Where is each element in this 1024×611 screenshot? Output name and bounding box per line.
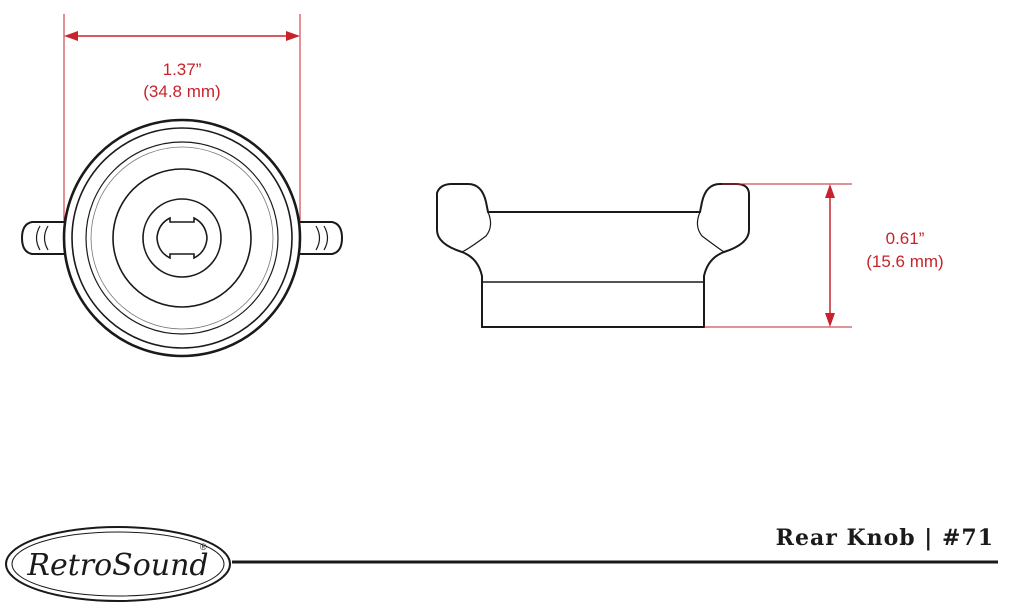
logo-ellipse-outer bbox=[5, 526, 231, 602]
knob-top-view bbox=[20, 118, 344, 358]
right-tab bbox=[294, 221, 344, 255]
retrosound-logo: RetroSound ® bbox=[5, 526, 231, 602]
logo-wordmark: RetroSound bbox=[26, 548, 208, 583]
knob-side-view bbox=[436, 183, 750, 328]
height-dimension bbox=[704, 183, 852, 328]
side-inner-curve-left bbox=[461, 211, 492, 253]
product-title: Rear Knob | #71 bbox=[776, 525, 994, 551]
width-dimension bbox=[63, 14, 301, 238]
height-label-mm: (15.6 mm) bbox=[866, 252, 943, 271]
rim-ring bbox=[71, 127, 293, 349]
hub-ring bbox=[142, 198, 222, 278]
left-tab bbox=[20, 221, 70, 255]
shaft-opening bbox=[156, 216, 208, 260]
height-arrow-top bbox=[825, 184, 835, 198]
width-arrow-left bbox=[64, 31, 78, 41]
width-label-inches: 1.37” bbox=[163, 60, 202, 79]
right-tab-groove bbox=[315, 225, 329, 251]
logo-registered-mark: ® bbox=[200, 542, 207, 552]
side-profile-outline bbox=[436, 183, 750, 328]
height-label-inches: 0.61” bbox=[886, 229, 925, 248]
height-arrow-bottom bbox=[825, 313, 835, 327]
outer-ring bbox=[62, 118, 302, 358]
side-inner-curve-right bbox=[696, 211, 725, 253]
logo-ellipse-inner bbox=[11, 531, 225, 597]
width-arrow-right bbox=[286, 31, 300, 41]
left-tab-groove bbox=[35, 225, 49, 251]
bevel-ring-outer bbox=[85, 141, 279, 335]
width-label-mm: (34.8 mm) bbox=[143, 82, 220, 101]
face-ring bbox=[112, 168, 252, 308]
bevel-ring-inner bbox=[90, 146, 274, 330]
